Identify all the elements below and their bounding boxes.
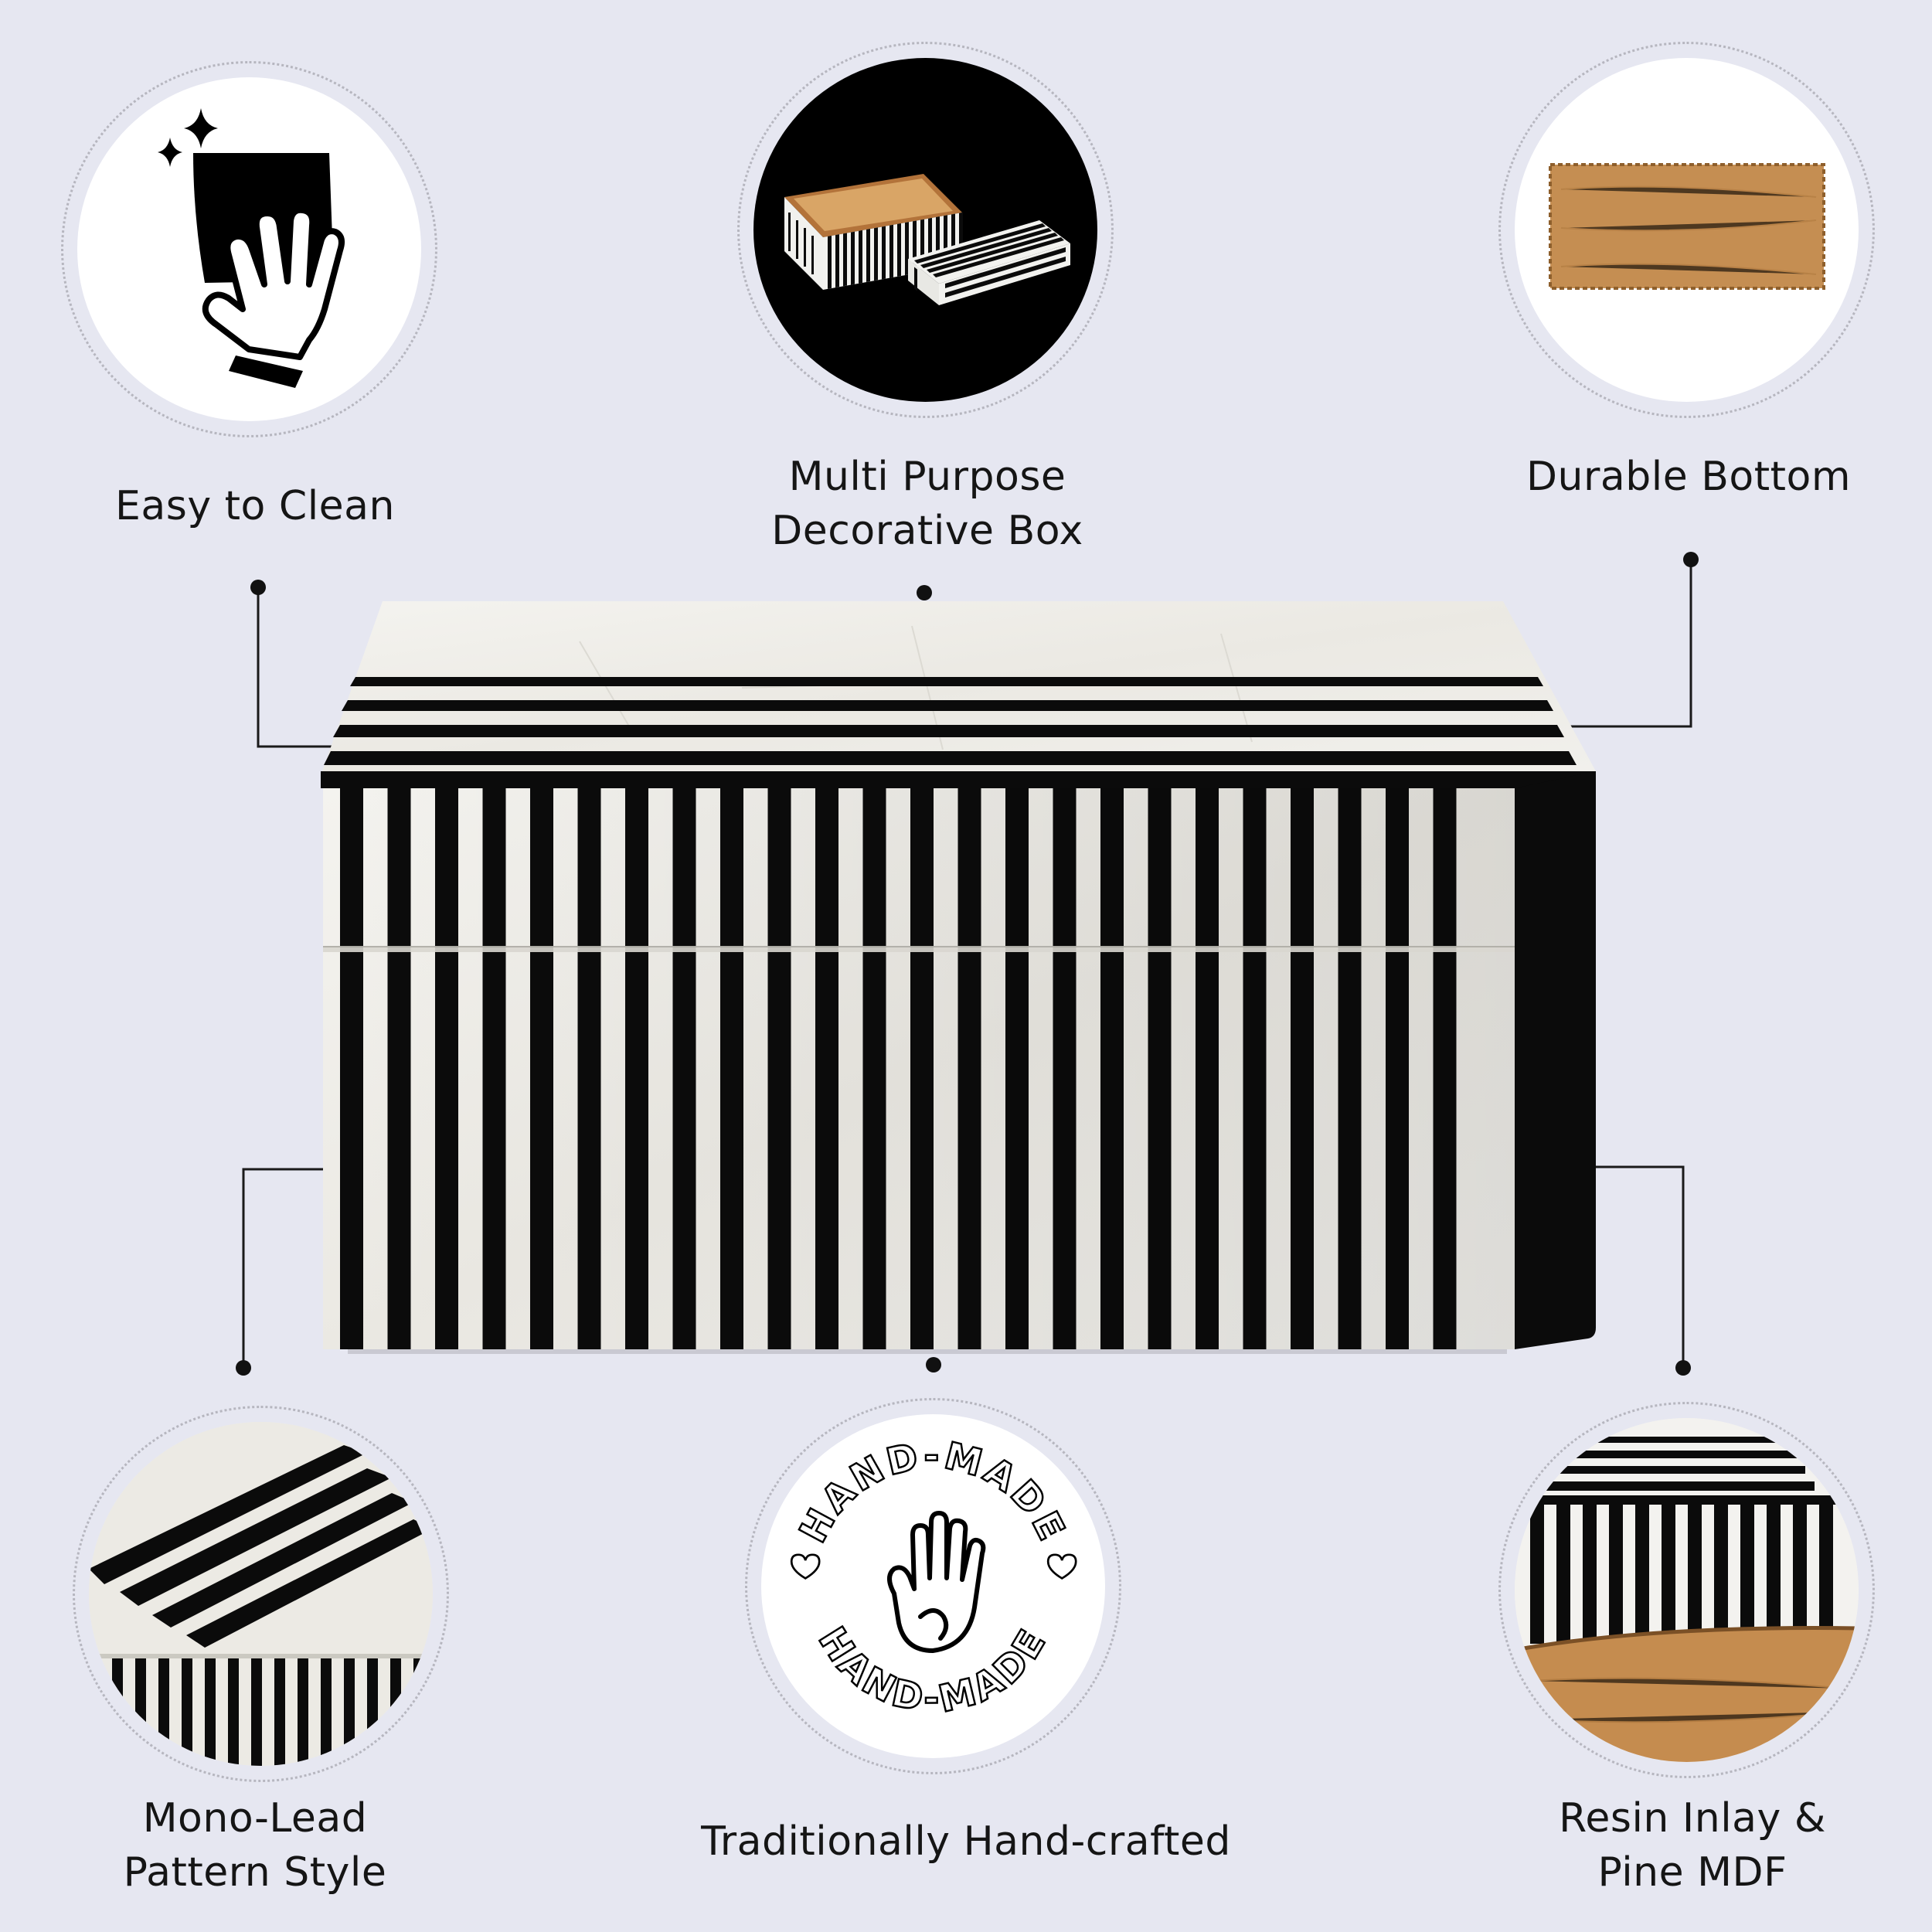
badge-bottom-text: HAND-MADE (810, 1620, 1056, 1721)
stripe (1635, 1505, 1649, 1644)
pine-bottom-photo (1549, 163, 1825, 290)
open-box-photo (784, 174, 1070, 305)
stripe (251, 1658, 262, 1766)
corner-closeup-photo (89, 1422, 433, 1766)
stripe (1767, 1505, 1781, 1644)
caption-line: Pine MDF (1597, 1849, 1787, 1896)
leader-dot-multi-purpose (917, 585, 932, 600)
stripe (889, 224, 893, 278)
stripe (1740, 1505, 1754, 1644)
caption-line: Resin Inlay & (1559, 1795, 1826, 1842)
wipe-cloth-hand-icon (158, 108, 345, 388)
stripe (882, 226, 886, 280)
stripe (182, 1658, 192, 1766)
stripe (344, 1658, 355, 1766)
stripe (228, 1658, 239, 1766)
sparkle-icon (184, 108, 218, 148)
resin-inlay-stripes (1530, 1505, 1833, 1644)
stripe (835, 234, 839, 288)
inlay-edge-photo (1515, 1418, 1859, 1762)
leader-dot-hand-crafted (926, 1357, 941, 1372)
caption-line: Easy to Clean (115, 483, 395, 529)
lid-front-edge (321, 771, 1596, 788)
leader-line-durable-bottom (1561, 560, 1692, 728)
stripe (866, 229, 870, 283)
stripe (1714, 1505, 1728, 1644)
hand-crafted-caption: Traditionally Hand-crafted (618, 1815, 1314, 1869)
stripe (1793, 1505, 1807, 1644)
leader-line-resin-inlay (1561, 1165, 1685, 1368)
stripe (905, 222, 909, 276)
durable-bottom-caption: Durable Bottom (1472, 450, 1905, 504)
stripe (205, 1658, 216, 1766)
resin-inlay-circle (1498, 1402, 1875, 1778)
stripe (1662, 1505, 1675, 1644)
stripe (1819, 1505, 1833, 1644)
leader-line-easy-to-clean (257, 587, 332, 748)
caption-line: Durable Bottom (1526, 454, 1851, 500)
box-right-side (1515, 771, 1596, 1349)
stripe (897, 223, 901, 277)
stripe (828, 236, 832, 289)
stripe (321, 1658, 332, 1766)
caption-line: Traditionally Hand-crafted (701, 1818, 1231, 1865)
multi-purpose-circle (737, 42, 1114, 418)
stripe (1688, 1505, 1702, 1644)
stripe (1556, 1505, 1570, 1644)
lid-seam (323, 946, 1515, 952)
caption-line: Decorative Box (771, 508, 1083, 554)
multi-purpose-caption: Multi Purpose Decorative Box (696, 450, 1159, 558)
stripe (1530, 1505, 1544, 1644)
box-shadow (348, 1349, 1507, 1354)
easy-to-clean-caption: Easy to Clean (62, 479, 448, 533)
leader-line-mono-lead (242, 1168, 340, 1368)
leader-dot-mono-lead (236, 1360, 251, 1376)
hand-made-badge: HAND-MADE HAND-MADE (790, 1434, 1077, 1722)
caption-line: Multi Purpose (788, 454, 1066, 500)
palm-hand-icon (887, 1511, 986, 1653)
stripe (843, 233, 847, 287)
stripe (274, 1658, 285, 1766)
mono-lead-circle (73, 1406, 449, 1782)
leader-dot-durable-bottom (1683, 552, 1699, 567)
sparkle-icon (158, 138, 182, 167)
hand-made-circle: HAND-MADE HAND-MADE (745, 1398, 1121, 1774)
easy-to-clean-circle (61, 61, 437, 437)
caption-line: Pattern Style (123, 1849, 387, 1896)
lid-top-stripes (324, 677, 1577, 765)
stripe (851, 231, 855, 285)
stripe (859, 230, 862, 284)
leader-dot-easy-to-clean (250, 580, 266, 595)
stripe (298, 1658, 308, 1766)
caption-line: Mono-Lead (142, 1795, 368, 1842)
stripe (874, 227, 878, 281)
stripe (1583, 1505, 1597, 1644)
heart-icon (790, 1553, 821, 1580)
heart-icon (1046, 1553, 1077, 1580)
main-product-box (321, 601, 1596, 1354)
stripe (1609, 1505, 1623, 1644)
durable-bottom-circle (1498, 42, 1875, 418)
mono-lead-caption: Mono-Lead Pattern Style (62, 1791, 448, 1900)
leader-dot-resin-inlay (1675, 1360, 1691, 1376)
resin-inlay-caption: Resin Inlay & Pine MDF (1468, 1791, 1917, 1900)
